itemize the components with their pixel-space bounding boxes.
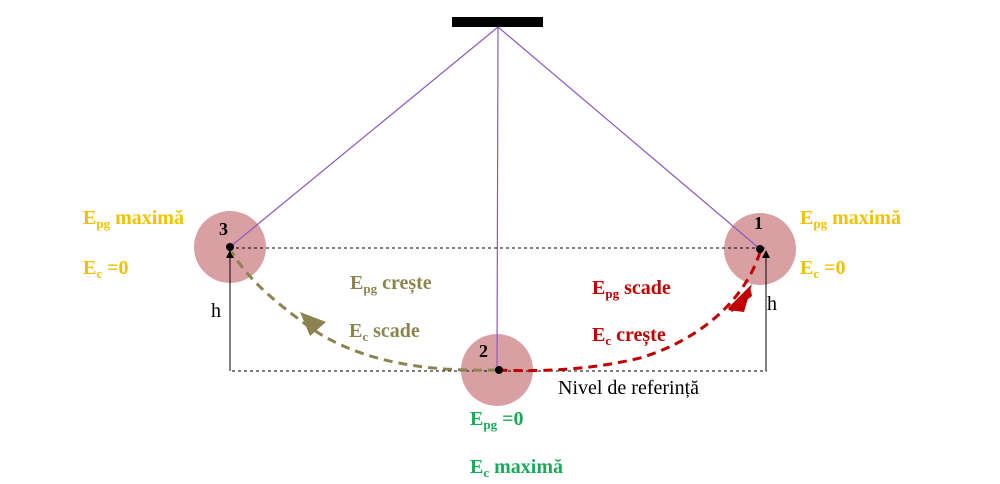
left-ec-label: Ec =0 bbox=[83, 257, 129, 281]
point-2-label: 2 bbox=[479, 341, 488, 361]
string-to-2 bbox=[496, 26, 499, 371]
bottom-epg-label: Epg =0 bbox=[470, 408, 524, 432]
red-arrowhead-tip bbox=[728, 284, 752, 312]
right-epg-label: Epg maximă bbox=[800, 207, 901, 231]
red-ec-label: Ec crește bbox=[592, 324, 666, 348]
olive-ec-label: Ec scade bbox=[349, 320, 420, 344]
dot-2 bbox=[495, 366, 503, 374]
red-swing-path bbox=[496, 251, 762, 373]
red-epg-label: Epg scade bbox=[592, 277, 671, 301]
ceiling-support bbox=[452, 17, 543, 27]
olive-epg-label: Epg crește bbox=[350, 272, 432, 296]
right-ec-label: Ec =0 bbox=[800, 257, 846, 281]
reference-level-label: Nivel de referință bbox=[558, 377, 700, 399]
olive-swing-path bbox=[230, 251, 498, 372]
bottom-ec-label: Ec maximă bbox=[470, 456, 564, 480]
dot-3 bbox=[226, 243, 234, 251]
dot-1 bbox=[756, 245, 764, 253]
string-to-1 bbox=[497, 26, 761, 250]
string-to-3 bbox=[229, 26, 499, 248]
olive-arrowhead bbox=[300, 312, 326, 336]
left-epg-label: Epg maximă bbox=[83, 207, 184, 231]
height-label-right: h bbox=[767, 293, 777, 315]
point-1-label: 1 bbox=[754, 213, 763, 233]
point-3-label: 3 bbox=[219, 219, 228, 239]
height-label-left: h bbox=[211, 300, 221, 322]
